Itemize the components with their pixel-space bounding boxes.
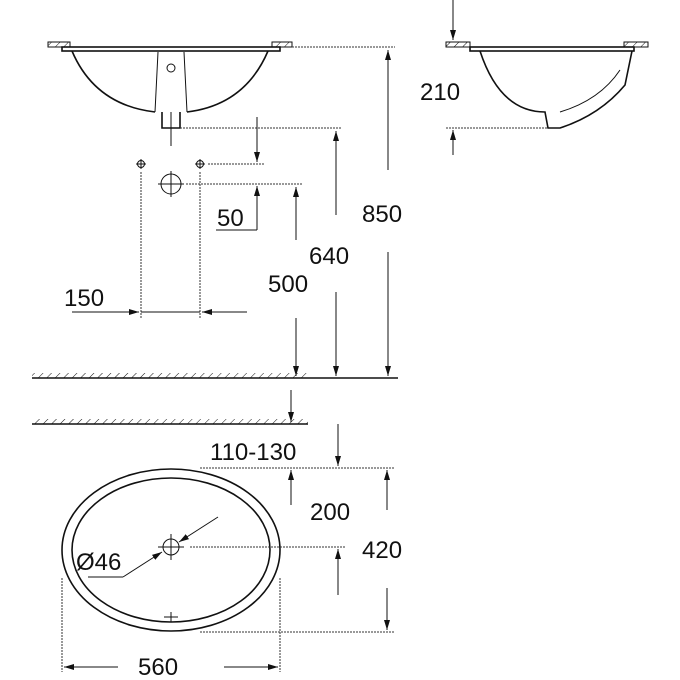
basin-rim <box>61 46 281 52</box>
counter-section-right <box>271 41 293 48</box>
dim-420: 420 <box>362 537 402 564</box>
dim-640: 640 <box>309 243 349 270</box>
side-elevation: 210 <box>420 0 649 155</box>
overflow-channel <box>154 51 188 113</box>
bowl-left <box>71 50 156 113</box>
dim-110-130: 110-130 <box>210 439 296 466</box>
wall-connections <box>136 127 342 318</box>
dim-210: 210 <box>420 79 460 106</box>
dim-50: 50 <box>217 205 244 232</box>
dim-850: 850 <box>362 201 402 228</box>
dim-200: 200 <box>310 499 350 526</box>
side-bowl <box>479 50 633 129</box>
dim-500: 500 <box>268 271 308 298</box>
side-rim <box>469 46 635 52</box>
dimensions-front: 850 640 500 50 150 <box>64 46 402 376</box>
plan-view: 110-130 200 420 Ø46 560 <box>61 390 402 680</box>
floor-lines <box>32 373 398 425</box>
overflow-hole <box>166 63 176 73</box>
dim-150: 150 <box>64 285 104 312</box>
dim-diameter-46: Ø46 <box>76 549 121 576</box>
bowl-right <box>186 50 269 113</box>
basin-outer-outline <box>61 468 281 632</box>
counter-section-left <box>47 41 71 48</box>
dim-560: 560 <box>138 654 178 680</box>
front-elevation <box>47 41 293 146</box>
